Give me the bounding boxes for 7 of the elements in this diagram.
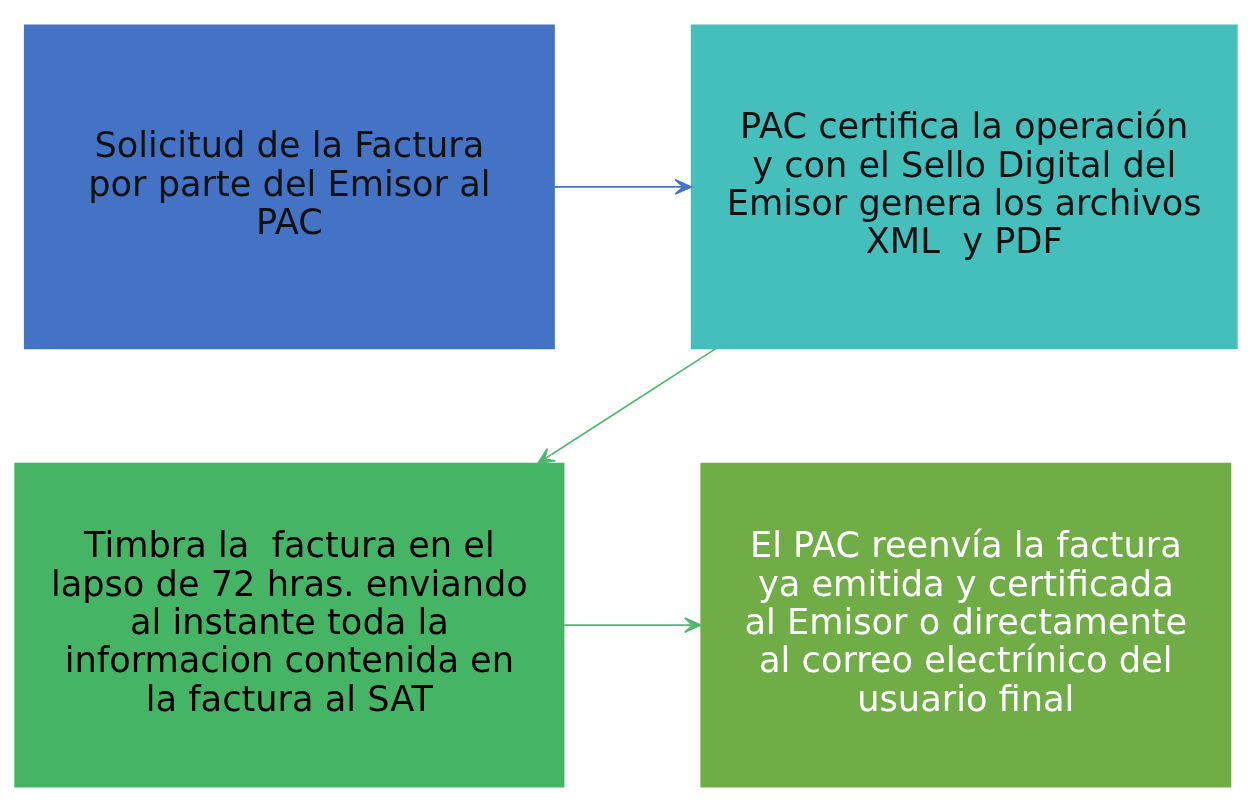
node-box: El PAC reenvía la factura ya emitida y certificada al Emisor o directamente al correo electrínico del usuario final xyxy=(700,462,1232,788)
node-box: PAC certifica la operación y con el Sello Digital del Emisor genera los archivos XML y PDF xyxy=(690,24,1238,350)
node-box: Timbra la factura en el lapso de 72 hras. enviando al instante toda la informacion contenida en la factura al SAT xyxy=(14,462,565,788)
node-box: Solicitud de la Factura por parte del Emisor al PAC xyxy=(23,24,555,350)
arrow xyxy=(563,617,702,634)
arrow xyxy=(537,347,717,465)
arrow xyxy=(553,178,692,195)
